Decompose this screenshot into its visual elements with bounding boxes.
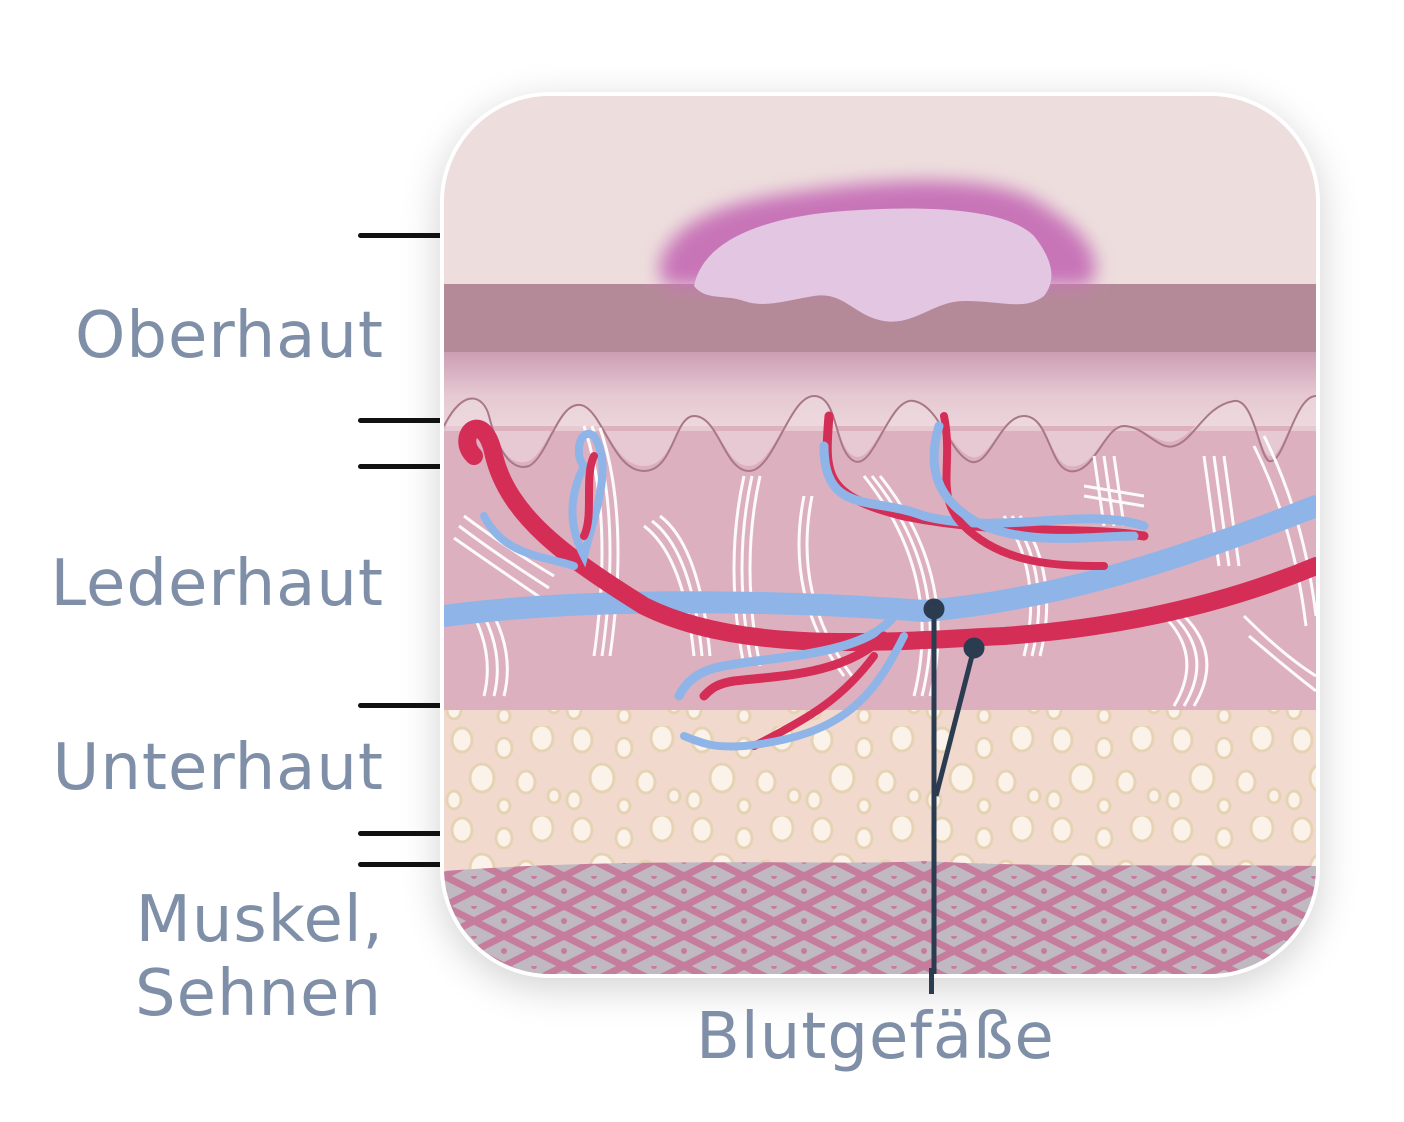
- callout-pointer: [923, 598, 985, 974]
- label-oberhaut: Oberhaut: [75, 299, 384, 373]
- label-sehnen: Sehnen: [134, 957, 382, 1031]
- marker-line-muskel-top: [358, 862, 516, 867]
- label-blutgefaesse: Blutgefäße: [696, 1000, 1055, 1074]
- skin-illustration: [444, 96, 1316, 974]
- marker-line-lederhaut-top: [358, 464, 516, 469]
- marker-line-unterhaut-bottom: [358, 831, 516, 836]
- skin-cross-section-panel: [440, 92, 1320, 978]
- marker-line-lederhaut-bottom: [358, 703, 516, 708]
- subcutis-fat-layer: [444, 710, 1316, 870]
- label-lederhaut: Lederhaut: [50, 547, 384, 621]
- label-unterhaut: Unterhaut: [52, 731, 384, 805]
- callout-line-extension: [929, 968, 934, 994]
- label-muskel: Muskel,: [135, 883, 384, 957]
- muscle-tendon-layer: [444, 861, 1316, 974]
- marker-line-oberhaut-bottom: [358, 418, 516, 423]
- marker-line-oberhaut-top: [358, 233, 516, 238]
